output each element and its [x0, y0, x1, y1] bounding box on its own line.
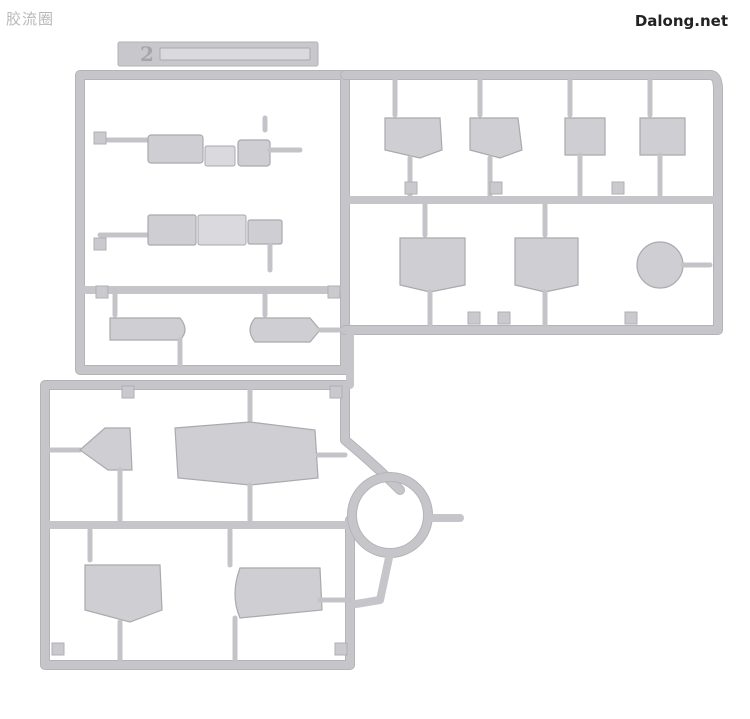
- part-right-4: [639, 77, 686, 198]
- upper-left-frame: [75, 70, 350, 375]
- sprue-plate-tag: 2: [117, 41, 319, 67]
- sprue-plate-label: 2: [140, 42, 154, 66]
- part-right-1: [384, 77, 443, 198]
- number-tags: [51, 131, 638, 656]
- part-lower-3: [84, 527, 163, 663]
- part-lower-2: [174, 387, 348, 523]
- part-lower-1: [47, 427, 133, 523]
- part-lower-4: [227, 527, 353, 663]
- watermark-jiaoliuquan: 胶流圈: [6, 10, 55, 28]
- part-upper-4: [249, 287, 348, 343]
- watermark-dalong: Dalong.net: [634, 12, 728, 30]
- upper-right-frame: [340, 70, 723, 335]
- part-right-3: [564, 77, 606, 198]
- part-upper-2: [97, 214, 283, 273]
- part-upper-1: [97, 115, 303, 167]
- part-right-2: [469, 77, 523, 198]
- lower-frame: [40, 326, 464, 670]
- part-right-6: [514, 202, 579, 328]
- part-upper-3: [109, 287, 186, 368]
- part-right-7-ring: [636, 241, 713, 289]
- part-right-5: [399, 202, 466, 328]
